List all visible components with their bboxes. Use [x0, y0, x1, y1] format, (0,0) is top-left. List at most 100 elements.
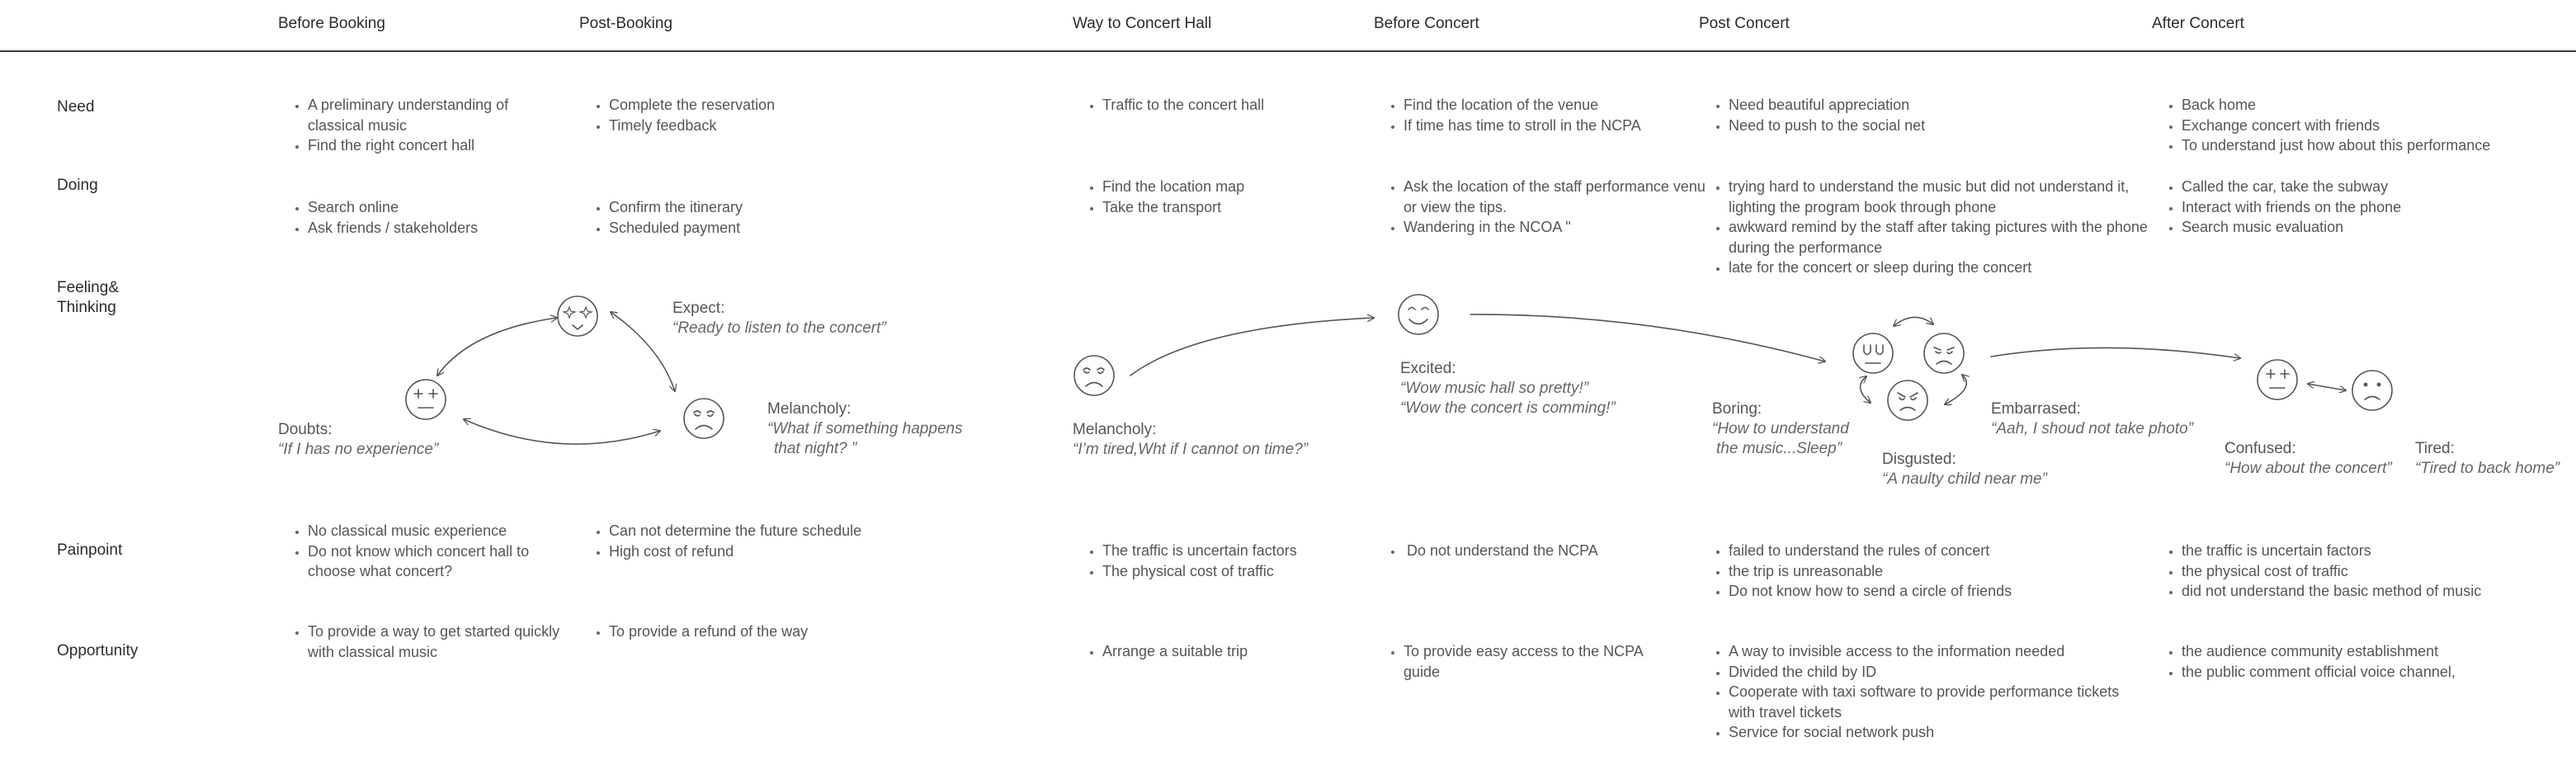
emotion-confused-quote: “How about the concert” — [2225, 460, 2392, 477]
list-item: Search online — [308, 197, 572, 218]
row-label-doing: Doing — [57, 177, 98, 194]
phase-after-concert: After Concert — [2152, 15, 2244, 32]
arrow — [611, 312, 675, 391]
doing-post-concert: trying hard to understand the music but … — [1699, 177, 2166, 278]
emotion-expect-title: Expect: — [672, 300, 725, 317]
emotion-tired-title: Tired: — [2415, 440, 2455, 457]
list-item: To provide a way to get started quickly … — [308, 622, 572, 662]
list-item: Back home — [2182, 95, 2576, 116]
list-item: If time has time to stroll in the NCPA — [1404, 116, 1676, 136]
need-before-booking: A preliminary understanding of classical… — [278, 95, 564, 156]
list-item: No classical music experience — [308, 521, 580, 541]
list-item: A preliminary understanding of classical… — [308, 95, 564, 135]
painpoint-post-booking: Can not determine the future schedule Hi… — [579, 521, 955, 561]
painpoint-way-to-concert-hall: The traffic is uncertain factors The phy… — [1073, 541, 1383, 581]
angry-face-icon — [1887, 380, 1928, 421]
list-item: Scheduled payment — [609, 218, 955, 239]
list-item: the public comment official voice channe… — [2182, 662, 2576, 683]
star-eyes-face-icon — [557, 295, 598, 337]
doing-way-to-concert-hall: Find the location map Take the transport — [1073, 177, 1375, 217]
list-item: Do not understand the NCPA — [1404, 541, 1684, 561]
emotion-disgusted-quote: “A naulty child near me” — [1882, 470, 2047, 488]
doubt-face-icon — [405, 379, 446, 420]
arrow — [1945, 375, 1966, 404]
list-item: The physical cost of traffic — [1102, 561, 1383, 582]
arrow — [1894, 316, 1933, 326]
list-item: Timely feedback — [609, 116, 955, 136]
painpoint-before-booking: No classical music experience Do not kno… — [278, 521, 580, 582]
emotion-embarrassed-quote: “Aah, I shoud not take photo” — [1991, 420, 2194, 437]
emotion-excited-quote-line2: “Wow the concert is comming!” — [1400, 399, 1616, 417]
phase-post-booking: Post-Booking — [579, 15, 673, 32]
arrow — [464, 419, 660, 445]
list-item: To provide easy access to the NCPA guide — [1404, 641, 1659, 682]
list-item: failed to understand the rules of concer… — [1729, 541, 2158, 561]
list-item: Ask the location of the staff performanc… — [1404, 177, 1709, 217]
need-way-to-concert-hall: Traffic to the concert hall — [1073, 95, 1375, 116]
annoyed-face-icon — [1923, 333, 1965, 374]
list-item: Ask friends / stakeholders — [308, 218, 572, 239]
phase-post-concert: Post Concert — [1699, 15, 1790, 32]
emotion-confused-title: Confused: — [2225, 440, 2296, 457]
opportunity-post-concert: A way to invisible access to the informa… — [1699, 641, 2149, 743]
list-item: Exchange concert with friends — [2182, 116, 2576, 136]
arrow — [1470, 314, 1825, 362]
happy-face-icon — [1398, 294, 1439, 335]
list-item: To provide a refund of the way — [609, 622, 955, 642]
row-label-need: Need — [57, 98, 95, 116]
doing-before-concert: Ask the location of the staff performanc… — [1374, 177, 1709, 238]
list-item: awkward remind by the staff after taking… — [1729, 217, 2166, 258]
emotion-boring-quote: “How to understand — [1712, 420, 1849, 437]
emotion-disgusted-title: Disgusted: — [1882, 451, 1956, 468]
emotion-tired-quote: “Tired to back home” — [2415, 460, 2560, 477]
list-item: Cooperate with taxi software to provide … — [1729, 682, 2149, 722]
list-item: trying hard to understand the music but … — [1729, 177, 2166, 217]
row-label-painpoint: Painpoint — [57, 541, 123, 559]
doing-post-booking: Confirm the itinerary Scheduled payment — [579, 197, 955, 238]
list-item: Traffic to the concert hall — [1102, 95, 1375, 116]
need-after-concert: Back home Exchange concert with friends … — [2152, 95, 2576, 156]
header-divider — [0, 50, 2576, 52]
list-item: Interact with friends on the phone — [2182, 197, 2576, 218]
list-item: late for the concert or sleep during the… — [1729, 258, 2166, 278]
list-item: Need to push to the social net — [1729, 116, 2141, 136]
unhappy-face-icon — [2352, 370, 2393, 411]
doing-after-concert: Called the car, take the subway Interact… — [2152, 177, 2576, 238]
list-item: Wandering in the NCOA " — [1404, 217, 1709, 238]
list-item: Find the right concert hall — [308, 135, 564, 156]
emotion-melancholy-tired-title: Melancholy: — [1073, 421, 1157, 438]
row-label-opportunity: Opportunity — [57, 642, 139, 659]
list-item: Confirm the itinerary — [609, 197, 955, 218]
opportunity-post-booking: To provide a refund of the way — [579, 622, 955, 642]
phase-way-to-concert-hall: Way to Concert Hall — [1073, 15, 1212, 32]
list-item: did not understand the basic method of m… — [2182, 581, 2576, 602]
sleepy-face-icon — [1852, 333, 1894, 374]
opportunity-after-concert: the audience community establishment the… — [2152, 641, 2576, 682]
need-post-concert: Need beautiful appreciation Need to push… — [1699, 95, 2141, 135]
list-item: Complete the reservation — [609, 95, 955, 116]
list-item: the audience community establishment — [2182, 641, 2576, 662]
list-item: A way to invisible access to the informa… — [1729, 641, 2149, 662]
list-item: Need beautiful appreciation — [1729, 95, 2141, 116]
list-item: Find the location of the venue — [1404, 95, 1676, 116]
emotion-melancholy-title: Melancholy: — [767, 400, 852, 418]
doing-before-booking: Search online Ask friends / stakeholders — [278, 197, 572, 238]
list-item: Find the location map — [1102, 177, 1375, 197]
need-before-concert: Find the location of the venue If time h… — [1374, 95, 1676, 135]
emotion-doubts-quote: “If I has no experience” — [278, 441, 439, 458]
emotion-melancholy-quote: “What if something happens — [767, 420, 963, 437]
painpoint-after-concert: the traffic is uncertain factors the phy… — [2152, 541, 2576, 602]
list-item: the trip is unreasonable — [1729, 561, 2158, 582]
list-item: Called the car, take the subway — [2182, 177, 2576, 197]
emotion-boring-quote-line2: the music...Sleep” — [1716, 440, 1842, 457]
arrow — [1861, 376, 1871, 403]
arrow — [1130, 318, 1374, 376]
list-item: Can not determine the future schedule — [609, 521, 955, 541]
opportunity-way-to-concert-hall: Arrange a suitable trip — [1073, 641, 1375, 662]
arrow — [437, 318, 557, 376]
list-item: Do not know which concert hall to choose… — [308, 541, 580, 582]
emotion-boring-title: Boring: — [1712, 400, 1762, 418]
emotion-excited-title: Excited: — [1400, 360, 1456, 377]
list-item: the traffic is uncertain factors — [2182, 541, 2576, 561]
